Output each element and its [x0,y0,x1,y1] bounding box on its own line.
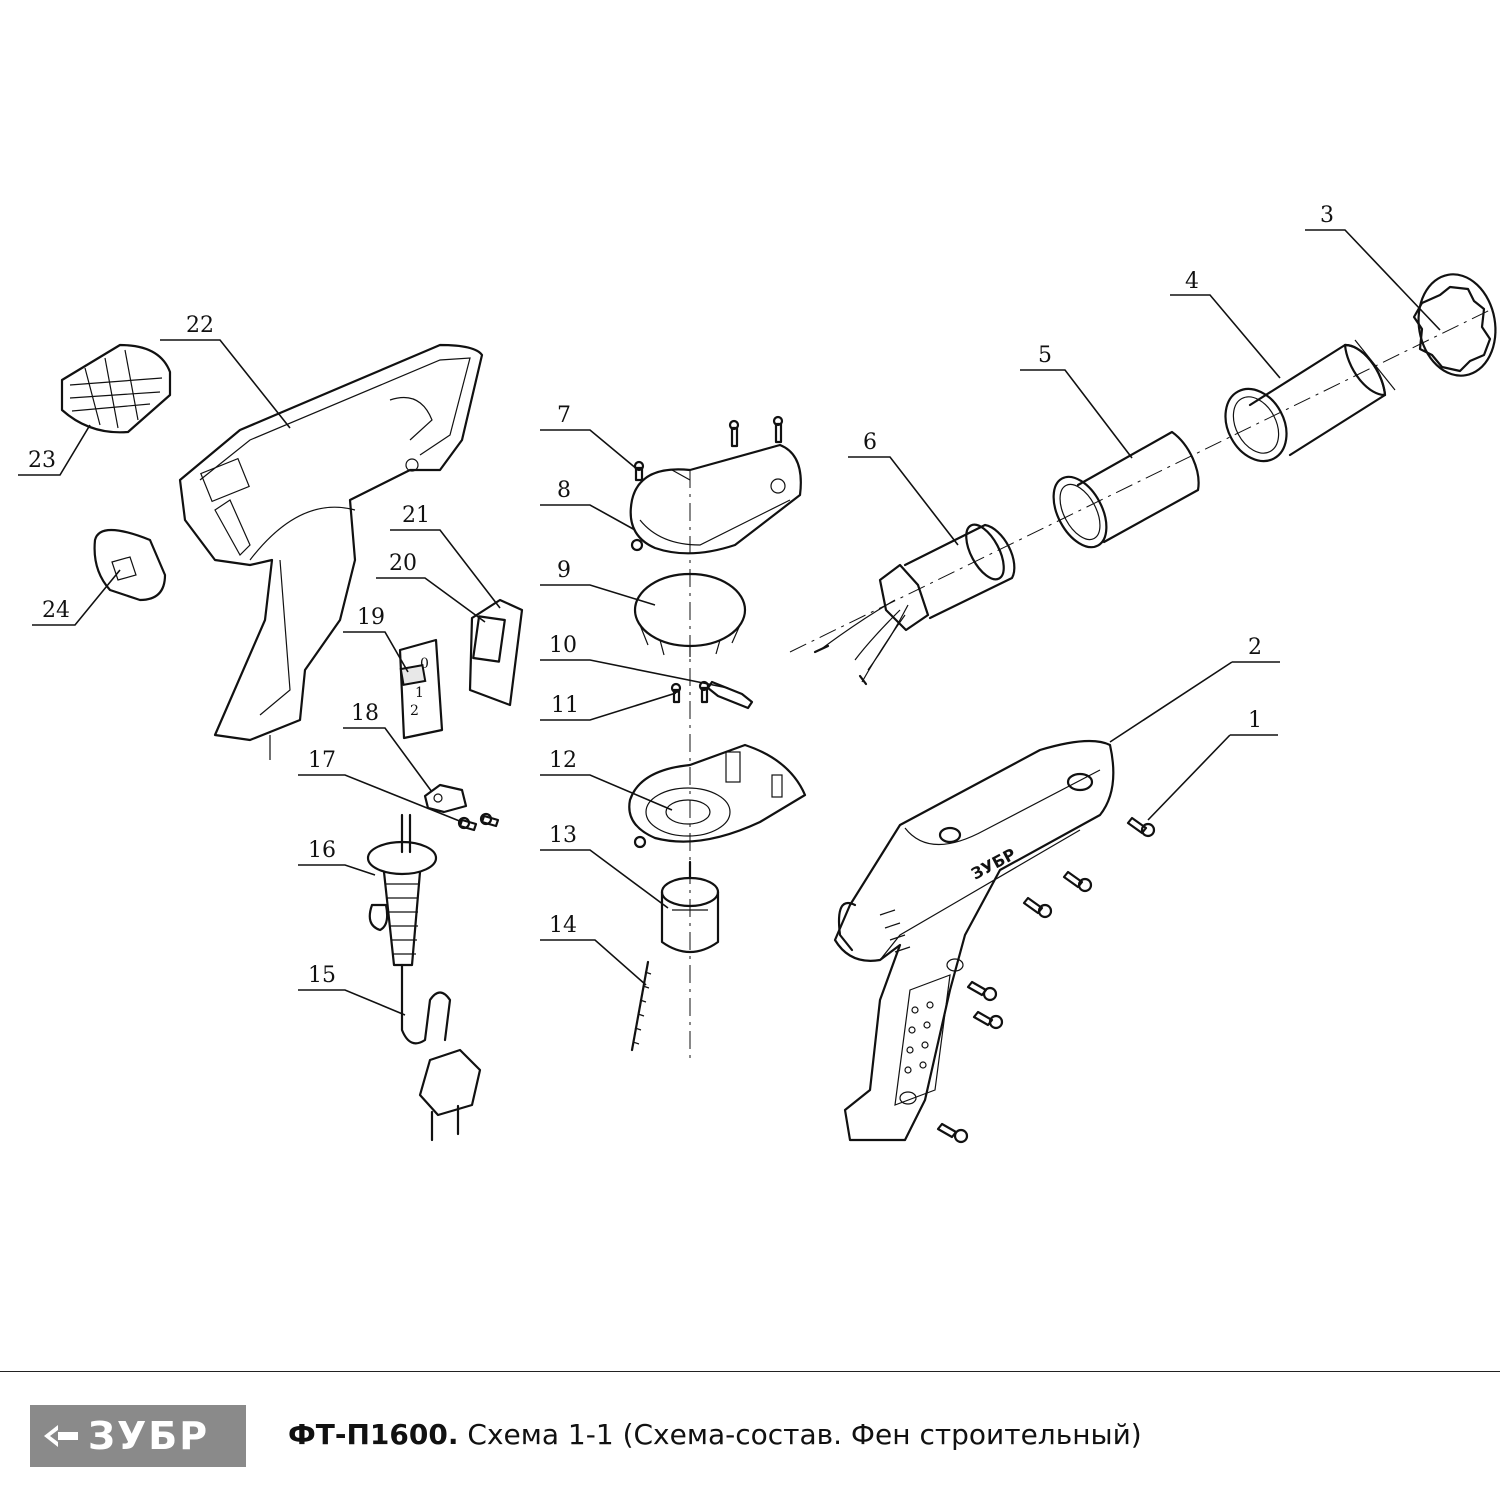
screws-part-17 [457,812,500,832]
footer-divider [0,1371,1500,1372]
label-part-19: 19 [357,605,385,630]
heat-shield-part-5 [1052,430,1200,549]
switch-mark-0: 0 [420,656,429,672]
label-part-21: 21 [402,503,430,528]
heating-element-part-6 [813,523,1016,686]
brand-logo-icon: ЗУБР [44,1414,209,1458]
model-name: ФТ-П1600. [288,1418,459,1451]
housing-right-part-2 [833,739,1115,1142]
strain-relief-part-16 [366,813,438,967]
label-part-7: 7 [557,403,571,428]
label-part-24: 24 [42,598,70,623]
impeller-part-9 [633,572,747,657]
label-part-18: 18 [351,701,379,726]
ring-gasket-part-3 [1412,273,1497,377]
diagram-title: ФТ-П1600. Схема 1-1 (Схема-состав. Фен с… [288,1418,1142,1451]
housing-logo-text: ЗУБР [968,844,1019,883]
cable-clamp-part-18 [423,783,468,814]
label-part-22: 22 [186,313,214,338]
label-part-17: 17 [308,748,336,773]
label-part-8: 8 [557,478,571,503]
brand-logo-text: ЗУБР [88,1414,209,1458]
end-cap-part-24 [93,529,167,602]
label-part-13: 13 [549,823,577,848]
label-part-6: 6 [863,430,877,455]
grille-panel-part-23 [60,343,172,434]
housing-left-part-22 [178,343,484,760]
label-part-10: 10 [549,633,577,658]
label-part-23: 23 [28,448,56,473]
fan-housing-part-12 [628,743,807,849]
part-labels: 1 2 3 4 5 6 7 8 9 10 11 12 13 14 15 16 1… [28,203,1334,988]
label-part-12: 12 [549,748,577,773]
screws-part-7 [633,415,784,482]
diagram-caption: Схема 1-1 (Схема-состав. Фен строительны… [458,1418,1142,1451]
label-part-5: 5 [1038,343,1052,368]
label-part-1: 1 [1248,708,1262,733]
power-cord-part-15 [400,963,482,1142]
selector-switch-part-19: 0 1 2 [398,638,444,740]
brand-logo: ЗУБР [30,1405,246,1467]
label-part-11: 11 [551,693,579,718]
nozzle-axis [789,309,1491,653]
label-part-20: 20 [389,551,417,576]
label-part-2: 2 [1248,635,1262,660]
label-part-4: 4 [1185,269,1199,294]
label-part-3: 3 [1320,203,1334,228]
nozzle-tube-part-4 [1224,339,1396,463]
label-part-15: 15 [308,963,336,988]
switch-mark-2: 2 [410,703,419,719]
fan-cover-part-8 [629,443,802,555]
motor-part-13 [660,860,720,953]
label-part-14: 14 [549,913,577,938]
switch-mark-1: 1 [415,685,424,701]
leader-lines [18,229,1441,1016]
coil-part-14 [630,960,652,1052]
label-part-16: 16 [308,838,336,863]
screws-part-1 [936,816,1156,1144]
screws-part-11 [670,680,710,704]
label-part-9: 9 [557,558,571,583]
